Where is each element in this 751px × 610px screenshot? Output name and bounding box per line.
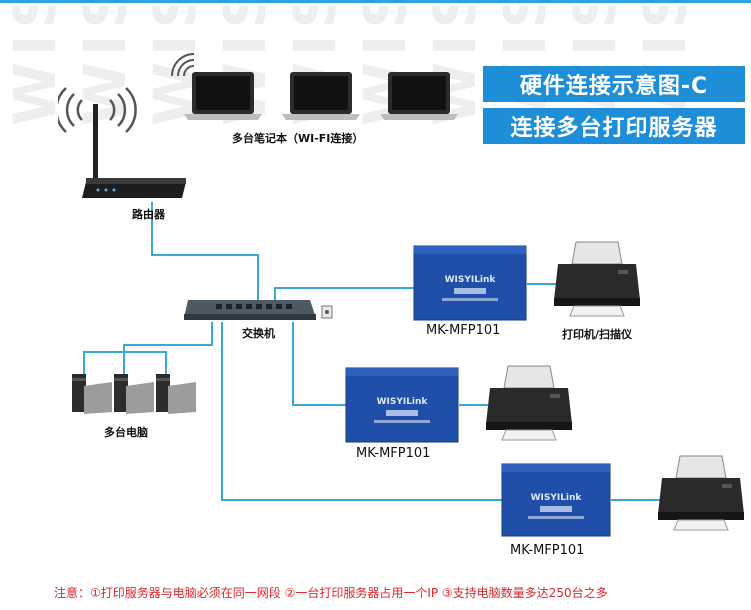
cable-switch-server1 [274,287,414,300]
desktop-computer-icon [156,374,196,414]
laptops-label: 多台笔记本（WI-FI连接） [232,132,364,145]
cable-computers-a [83,351,124,378]
diagram-title: 硬件连接示意图-C [483,66,745,102]
desktop-computer-icon [114,374,154,414]
cable-switch-server3 [221,322,503,501]
diagram-subtitle: 连接多台打印服务器 [483,108,745,144]
router-label: 路由器 [132,208,165,221]
print-server-2-model: MK-MFP101 [356,446,431,461]
print-server-1-model: MK-MFP101 [426,323,501,338]
laptop-icon [282,72,360,120]
switch-icon [184,300,333,320]
svg-text:WISYILink: WISYILink [377,397,429,407]
laptop-icon [380,72,458,120]
svg-text:WISYILink: WISYILink [445,275,497,285]
cable-switch-computers [123,322,213,378]
wifi-signal-icon [171,53,195,77]
laptops-group [171,53,458,120]
cable-router-switch [151,202,259,300]
computers-label: 多台电脑 [104,426,148,439]
cable-switch-server2 [292,322,346,406]
printer-icon [486,365,572,441]
print-server-2: WISYILink [345,367,459,443]
switch-label: 交换机 [242,327,275,340]
printer-label: 打印机/扫描仪 [562,328,633,341]
computers-group [72,374,196,414]
print-server-3-model: MK-MFP101 [510,543,585,558]
print-server-3: WISYILink [501,463,611,537]
printer-icon [658,455,744,531]
printer-icon [554,241,640,317]
top-accent-line [0,0,751,3]
print-server-1: WISYILink [413,245,527,321]
footer-note: 注意：①打印服务器与电脑必须在同一网段 ②一台打印服务器占用一个IP ③支持电脑… [54,586,608,600]
svg-text:WISYILink: WISYILink [531,493,583,503]
laptop-icon [184,72,262,120]
cable-computers-b [124,351,167,378]
desktop-computer-icon [72,374,112,414]
router-icon [58,87,186,198]
